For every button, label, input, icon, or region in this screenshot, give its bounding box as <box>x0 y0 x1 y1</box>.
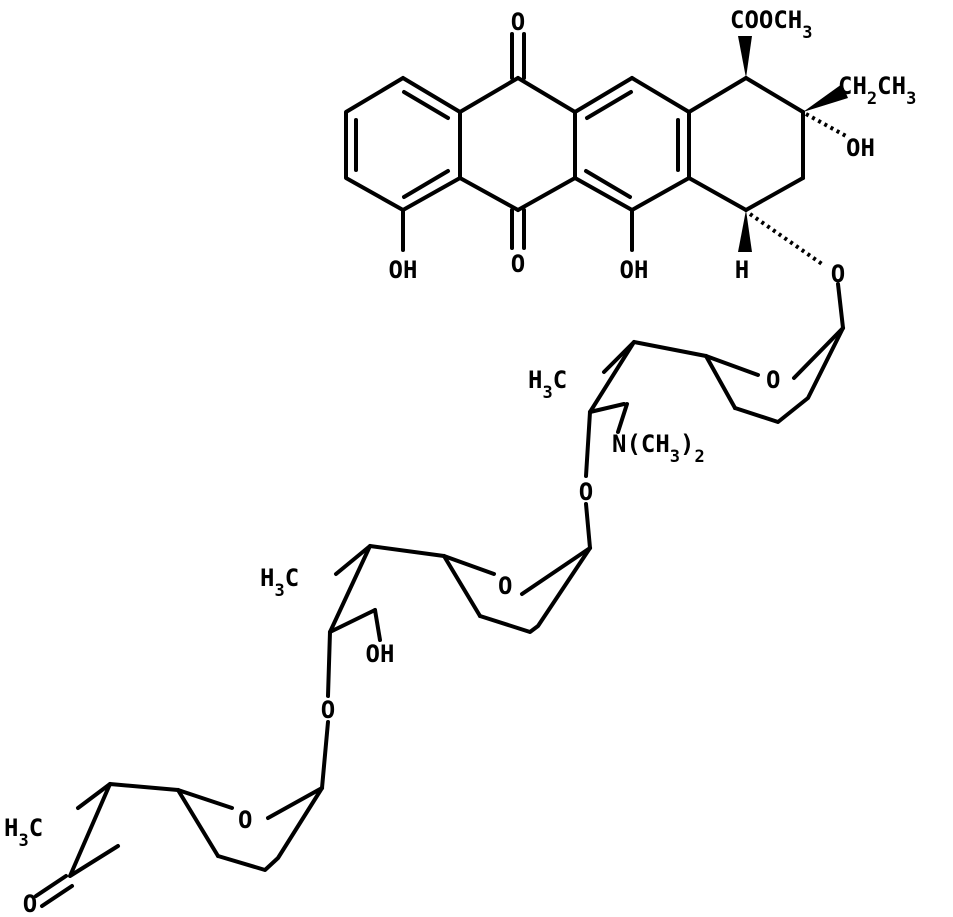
quinone-oxygen-bottom: O <box>511 250 525 278</box>
ring-d-saturated <box>401 36 848 266</box>
sugar-1-ring-oxygen: O <box>766 366 780 394</box>
sugar-3-ring <box>34 720 330 908</box>
ring-a-hydroxyl-label: OH <box>389 256 418 284</box>
sugar-2-methyl-label: H3C <box>260 564 299 601</box>
sugar-3-ring-oxygen: O <box>238 806 252 834</box>
sugar-2-hydroxyl-label: OH <box>366 640 395 668</box>
quinone-oxygen-top: O <box>511 8 525 36</box>
sugar-2-ring-oxygen: O <box>498 572 512 600</box>
ring-b-quinone <box>458 32 577 250</box>
sugar-1-ring <box>584 282 845 478</box>
glycosidic-oxygen-2: O <box>579 478 593 506</box>
dimethylamino-label: N(CH3)2 <box>612 430 705 467</box>
ester-group-label: COOCH3 <box>730 6 813 43</box>
keto-oxygen-label: O <box>23 890 37 917</box>
sugar-2-ring <box>326 502 592 698</box>
ethyl-group-label: CH2CH3 <box>838 72 916 109</box>
c7-hydrogen-label: H <box>735 256 749 284</box>
ring-c-aromatic <box>573 76 691 252</box>
ring-a-aromatic <box>344 76 462 212</box>
glycosidic-oxygen-1: O <box>831 260 845 288</box>
glycosidic-oxygen-3: O <box>321 696 335 724</box>
ring-c-hydroxyl-label: OH <box>620 256 649 284</box>
c9-hydroxyl-label: OH <box>846 134 875 162</box>
sugar-3-methyl-label: H3C <box>4 814 43 851</box>
sugar-1-methyl-label: H3C <box>528 366 567 403</box>
